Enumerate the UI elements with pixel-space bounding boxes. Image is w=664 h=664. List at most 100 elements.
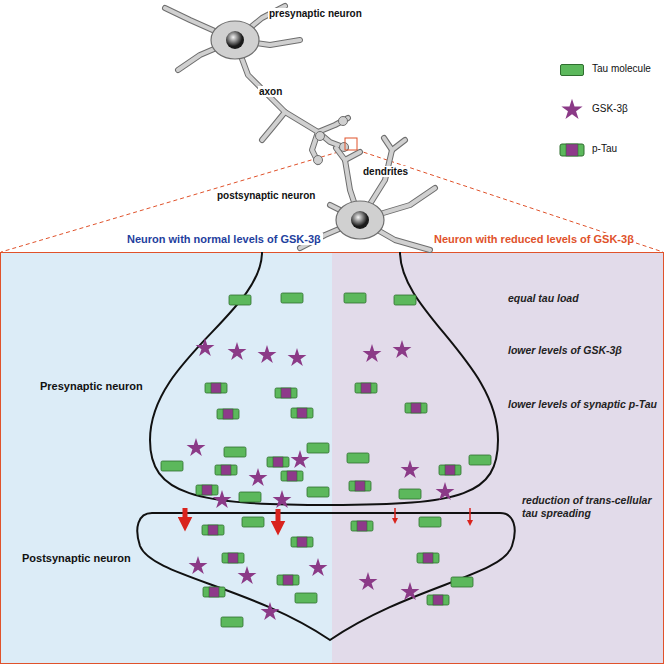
p-tau-molecule [275, 388, 297, 398]
band-heading: Neuron with normal levels of GSK-3β [125, 233, 323, 245]
legend-text: Tau molecule [592, 63, 651, 74]
p-tau-molecule [267, 457, 289, 467]
tau-molecule [344, 293, 366, 303]
legend-ptau [560, 144, 584, 156]
spreading-arrow [394, 508, 396, 521]
neurite-outline [384, 138, 392, 150]
neurite-outline [392, 140, 405, 150]
part-label: postsynaptic neuron [216, 190, 316, 201]
tau-molecule [307, 487, 329, 497]
gsk3b-star [288, 348, 307, 366]
tau-molecule [451, 577, 473, 587]
p-tau-molecule [427, 595, 449, 605]
p-tau-molecule [277, 575, 299, 585]
part-label: presynaptic neuron [268, 8, 363, 19]
note-text: equal tau load [508, 292, 658, 305]
neurite [392, 140, 405, 150]
tau-molecule [242, 517, 264, 527]
gsk3b-star [291, 450, 310, 468]
tau-molecule [229, 295, 251, 305]
gsk3b-star [196, 338, 215, 356]
p-tau-molecule [349, 481, 371, 491]
part-label: dendrites [362, 166, 409, 177]
tau-molecule [161, 461, 183, 471]
gsk3b-star [309, 558, 328, 576]
gsk3b-star [249, 468, 268, 486]
legend-symbols [560, 99, 584, 156]
p-tau-molecule [439, 465, 461, 475]
p-tau-molecule [355, 383, 377, 393]
gsk3b-star [228, 342, 247, 360]
neurite-outline [345, 152, 360, 160]
neuron-illustration [165, 6, 435, 250]
tau-molecule [394, 295, 416, 305]
neurite [262, 112, 285, 140]
gsk3b-star [189, 556, 208, 574]
zoom-line [1, 150, 345, 252]
p-tau-molecule [291, 408, 313, 418]
soma [211, 21, 259, 59]
gsk3b-star [363, 344, 382, 362]
tau-molecule [469, 455, 491, 465]
p-tau-molecule [291, 537, 313, 547]
legend-text: GSK-3β [592, 103, 628, 114]
p-tau-molecule [196, 485, 218, 495]
tau-molecule [281, 293, 303, 303]
note-text: lower levels of synaptic p-Tau [508, 398, 658, 411]
p-tau-molecule [202, 525, 224, 535]
reduced-gsk3b-band: Neuron with reduced levels of GSK-3βequa… [332, 252, 664, 664]
gsk3b-star [213, 490, 232, 508]
band-heading: Neuron with reduced levels of GSK-3β [432, 233, 636, 245]
tau-molecule [224, 447, 246, 457]
p-tau-molecule [351, 521, 373, 531]
postsynaptic-terminal [137, 513, 514, 640]
axon-bouton [314, 156, 323, 165]
presynaptic-terminal [150, 252, 498, 505]
gsk3b-star [401, 460, 420, 478]
tau-molecule [399, 489, 421, 499]
axon-bouton [339, 117, 348, 126]
gsk3b-star [261, 602, 280, 620]
part-label: axon [258, 86, 283, 97]
normal-gsk3b-band: Neuron with normal levels of GSK-3βPresy… [0, 252, 332, 664]
gsk3b-star [238, 566, 257, 584]
terminal-label: Postsynaptic neuron [22, 552, 131, 564]
p-tau-molecule [405, 403, 427, 413]
gsk3b-star [187, 438, 206, 456]
nucleus [351, 211, 369, 229]
p-tau-molecule [205, 383, 227, 393]
zoom-line [357, 150, 663, 252]
spreading-arrow [183, 508, 188, 524]
p-tau-molecule [222, 553, 244, 563]
legend-text: p-Tau [592, 143, 617, 154]
gsk3b-star [258, 345, 277, 363]
tau-molecule [307, 443, 329, 453]
spreading-arrow [469, 508, 471, 523]
gsk3b-star [273, 490, 292, 508]
soma [336, 201, 384, 239]
gsk3b-star [436, 482, 455, 500]
p-tau-molecule [217, 409, 239, 419]
p-tau-molecule [203, 587, 225, 597]
tau-molecule [347, 453, 369, 463]
gsk3b-star [359, 572, 378, 590]
legend-star [561, 99, 582, 119]
neurite [345, 152, 360, 160]
molecules [161, 293, 491, 627]
axon-bouton [316, 132, 325, 141]
left-band-ground [0, 252, 332, 664]
p-tau-molecule [281, 471, 303, 481]
gsk3b-star [393, 340, 412, 358]
tau-molecule [419, 517, 441, 527]
zoom-box [345, 138, 357, 150]
legend-swatch [560, 64, 584, 76]
panel-border [1, 253, 664, 664]
note-text: lower levels of GSK-3β [508, 344, 658, 357]
tau-molecule [295, 593, 317, 603]
p-tau-molecule [417, 553, 439, 563]
neurite [384, 138, 392, 150]
terminal-label: Presynaptic neuron [40, 380, 143, 392]
nucleus [226, 31, 244, 49]
